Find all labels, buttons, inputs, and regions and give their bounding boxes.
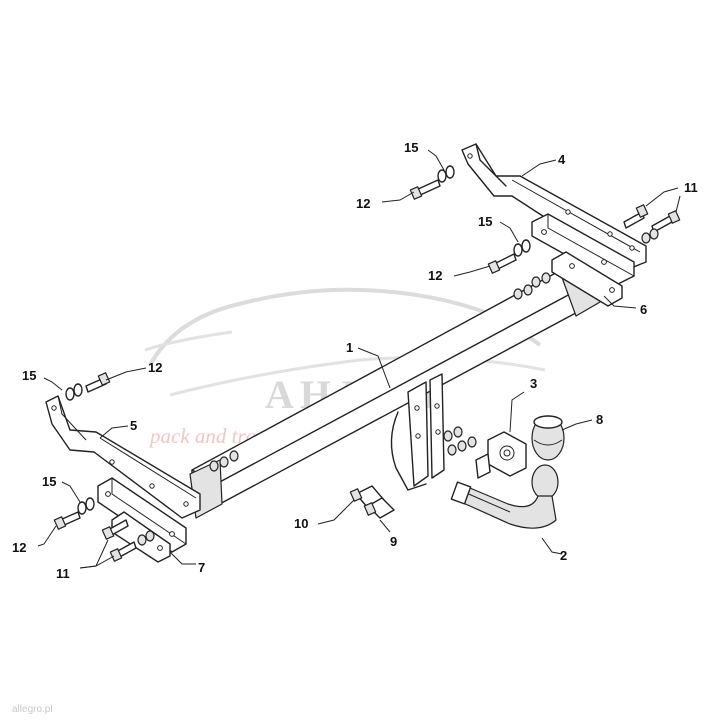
nuts-left-bar: [209, 450, 239, 472]
label-10: 10: [294, 516, 308, 531]
bolt-12-left-low: [53, 511, 81, 530]
label-15-left-low: 15: [42, 474, 56, 489]
label-2: 2: [560, 548, 567, 563]
callout-labels: 1 2 3 4 5 6 7 8 9 10 11 11 12 12 12 12 1…: [12, 140, 698, 581]
bolt-12-mid: [487, 253, 517, 274]
right-clamp-plate: [531, 213, 635, 307]
nuts-right-bar: [513, 272, 551, 300]
fasteners: [53, 165, 681, 562]
label-12-left-low: 12: [12, 540, 26, 555]
bolt-12-left: [85, 372, 111, 393]
label-12-mid: 12: [428, 268, 442, 283]
watermark-car-roof: [148, 287, 542, 366]
label-7: 7: [198, 560, 205, 575]
label-12-top: 12: [356, 196, 370, 211]
label-11-right: 11: [684, 180, 698, 195]
bolts-11-right: [623, 204, 681, 244]
washer-15-mid: [513, 239, 531, 257]
label-1: 1: [346, 340, 353, 355]
nuts-center: [443, 426, 477, 456]
label-11-left: 11: [56, 566, 70, 581]
bolt-12-top: [409, 179, 441, 200]
label-15-left: 15: [22, 368, 36, 383]
label-6: 6: [640, 302, 647, 317]
label-3: 3: [530, 376, 537, 391]
washer-15-top: [437, 165, 455, 183]
label-15-top: 15: [404, 140, 418, 155]
label-15-mid: 15: [478, 214, 492, 229]
label-5: 5: [130, 418, 137, 433]
label-12-left: 12: [148, 360, 162, 375]
socket-plate: [475, 431, 527, 479]
ball-cover: [531, 415, 565, 461]
label-8: 8: [596, 412, 603, 427]
label-9: 9: [390, 534, 397, 549]
source-credit: allegro.pl: [12, 704, 53, 715]
washer-15-left: [65, 383, 83, 401]
washer-15-left-low: [77, 497, 95, 515]
leader-lines: [37, 149, 681, 569]
label-4: 4: [558, 152, 566, 167]
watermark-car-line: [144, 330, 233, 352]
bolt-9: [363, 497, 395, 519]
watermark-car-body: [169, 356, 546, 397]
right-side-bracket: [461, 143, 647, 271]
bolts-11-left: [101, 519, 155, 562]
left-side-bracket: [45, 395, 201, 519]
tow-ball-neck: [450, 464, 559, 529]
